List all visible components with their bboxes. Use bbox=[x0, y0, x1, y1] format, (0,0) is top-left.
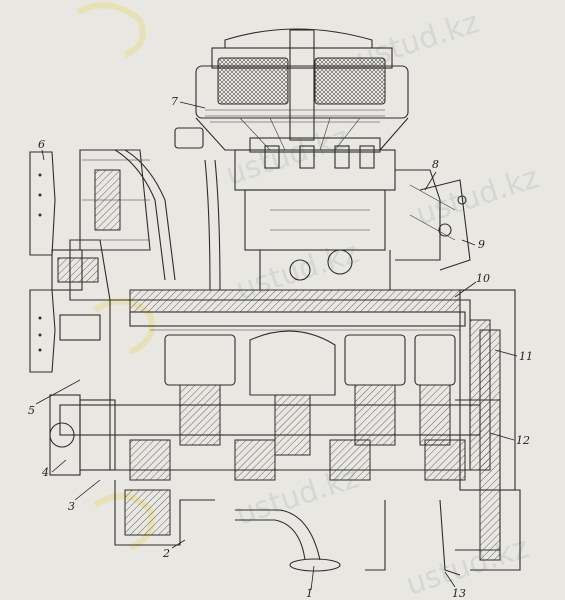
callout-10: 10 bbox=[454, 272, 490, 298]
flywheel-housing bbox=[455, 329, 501, 561]
label-10: 10 bbox=[476, 272, 490, 285]
callout-1: 1 bbox=[306, 565, 315, 600]
cylinder-head bbox=[129, 289, 466, 327]
watermark-logo-mid bbox=[93, 298, 155, 355]
watermark-text-mid: ustud.kz bbox=[222, 120, 354, 193]
label-12: 12 bbox=[516, 434, 530, 447]
label-8: 8 bbox=[432, 158, 439, 171]
engine-block bbox=[109, 289, 521, 571]
label-9: 9 bbox=[478, 238, 485, 251]
callout-5: 5 bbox=[28, 379, 81, 417]
label-3: 3 bbox=[68, 500, 75, 513]
air-cleaner bbox=[174, 28, 409, 151]
label-13: 13 bbox=[452, 587, 466, 600]
label-6: 6 bbox=[38, 138, 45, 151]
label-5: 5 bbox=[28, 404, 35, 417]
callout-12: 12 bbox=[489, 432, 530, 447]
fan-blade bbox=[29, 151, 56, 373]
watermark-text-bottom: ustud.kz bbox=[402, 530, 534, 600]
callout-8: 8 bbox=[424, 158, 439, 191]
label-11: 11 bbox=[519, 350, 533, 363]
label-4: 4 bbox=[41, 466, 49, 479]
cylinder-4 bbox=[414, 334, 456, 446]
cylinder-3 bbox=[344, 334, 406, 446]
governor-linkage bbox=[395, 169, 471, 271]
callout-7: 7 bbox=[171, 95, 206, 109]
pistons-and-rods bbox=[150, 329, 460, 456]
callout-3: 3 bbox=[68, 479, 101, 513]
oil-pump-and-pipe bbox=[114, 480, 461, 576]
callout-4: 4 bbox=[41, 459, 67, 479]
label-2: 2 bbox=[162, 547, 170, 560]
cylinder-1 bbox=[164, 334, 236, 446]
callout-11: 11 bbox=[494, 349, 533, 363]
watermark-logo-top bbox=[76, 2, 146, 58]
callout-6: 6 bbox=[38, 138, 45, 161]
callout-2: 2 bbox=[162, 539, 186, 560]
callout-9: 9 bbox=[461, 238, 485, 251]
label-1: 1 bbox=[306, 587, 313, 600]
crankshaft bbox=[49, 394, 481, 481]
label-7: 7 bbox=[171, 95, 178, 108]
cylinder-2 bbox=[249, 330, 336, 456]
callout-13: 13 bbox=[444, 571, 466, 600]
